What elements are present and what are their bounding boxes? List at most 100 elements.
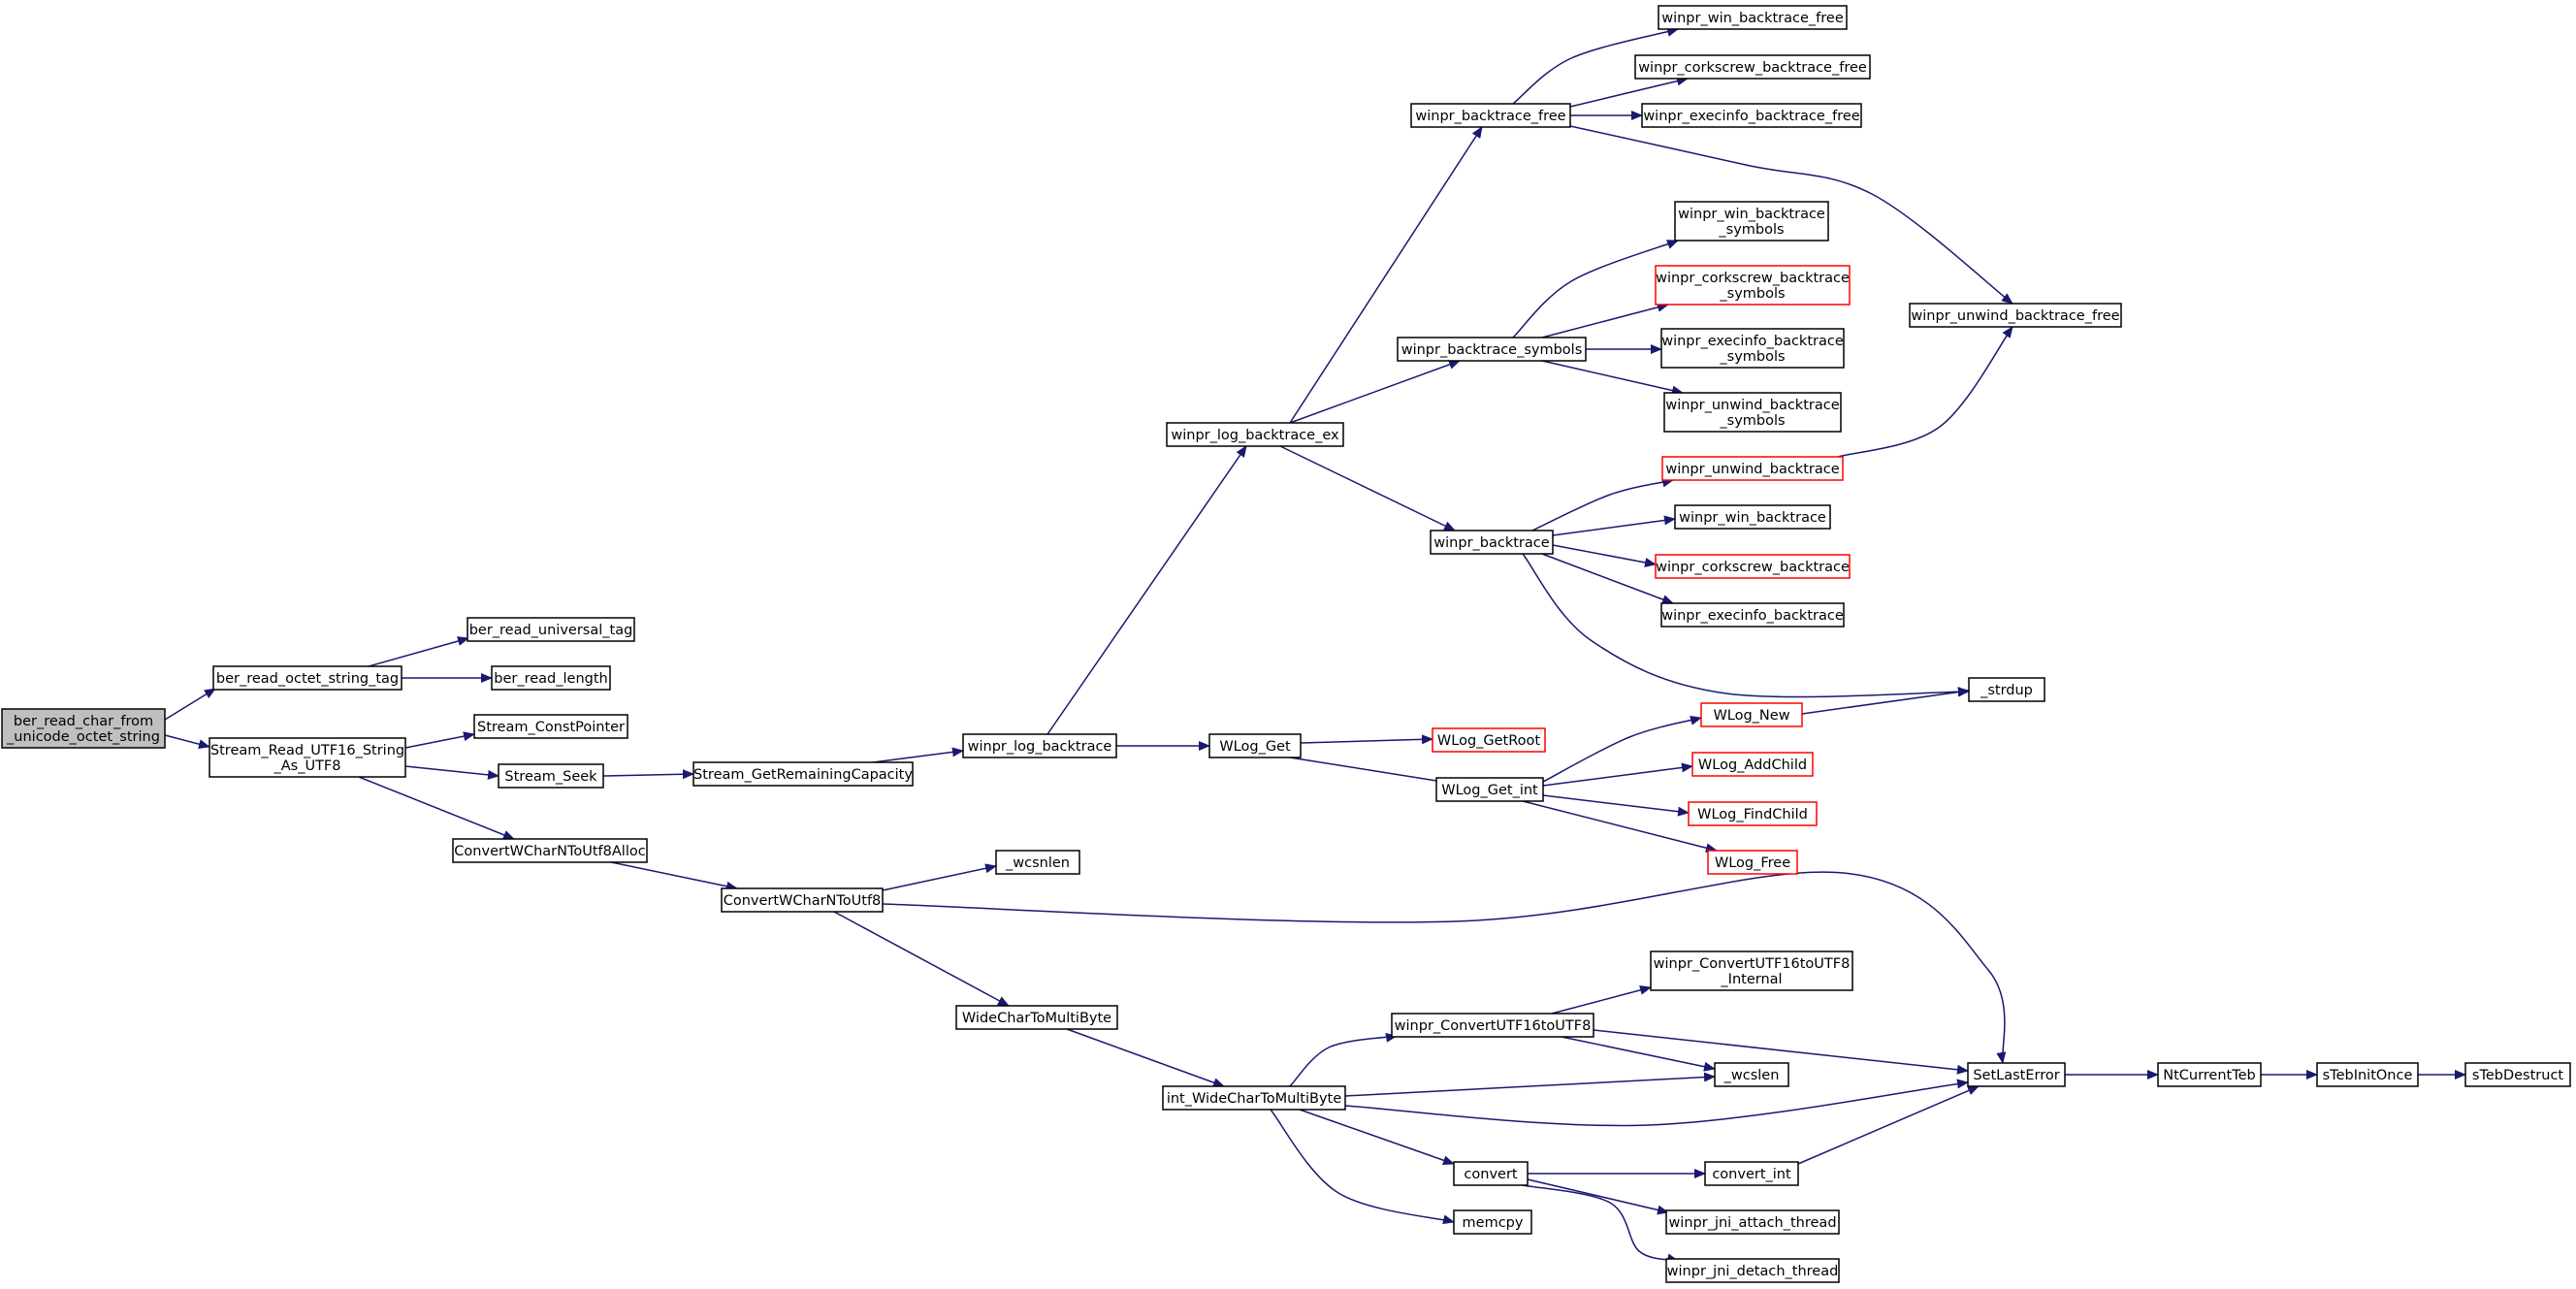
- node-ber_read_octet_string_tag[interactable]: ber_read_octet_string_tag: [212, 665, 402, 691]
- node-winpr_execinfo_backtrace[interactable]: winpr_execinfo_backtrace: [1660, 602, 1845, 628]
- node-box[interactable]: [1707, 850, 1798, 875]
- node-_wcsnlen[interactable]: _wcsnlen: [995, 850, 1080, 875]
- node-box[interactable]: [1634, 54, 1871, 80]
- node-box[interactable]: [1655, 554, 1851, 579]
- node-sTebInitOnce[interactable]: sTebInitOnce: [2316, 1062, 2419, 1087]
- node-WLog_GetRoot[interactable]: WLog_GetRoot: [1432, 727, 1546, 753]
- node-box[interactable]: [1453, 1161, 1529, 1186]
- node-box[interactable]: [1714, 1062, 1789, 1087]
- node-Stream_GetRemainingCapacity[interactable]: Stream_GetRemainingCapacity: [692, 761, 914, 787]
- node-box[interactable]: [1641, 103, 1862, 128]
- node-box[interactable]: [1, 708, 166, 749]
- node-WLog_Get[interactable]: WLog_Get: [1208, 733, 1302, 758]
- node-box[interactable]: [473, 714, 628, 739]
- node-box[interactable]: [1432, 727, 1546, 753]
- node-winpr_win_backtrace[interactable]: winpr_win_backtrace: [1674, 504, 1831, 530]
- node-box[interactable]: [1704, 1161, 1799, 1186]
- node-box[interactable]: [467, 617, 635, 642]
- node-box[interactable]: [2464, 1062, 2571, 1087]
- node-winpr_unwind_backtrace_free[interactable]: winpr_unwind_backtrace_free: [1909, 303, 2122, 328]
- node-Stream_Seek[interactable]: Stream_Seek: [498, 763, 604, 789]
- node-winpr_ConvertUTF16toUTF8[interactable]: winpr_ConvertUTF16toUTF8: [1391, 1013, 1594, 1038]
- node-winpr_execinfo_backtrace_symbols[interactable]: winpr_execinfo_backtrace_symbols: [1660, 328, 1845, 369]
- node-winpr_corkscrew_backtrace_symbols[interactable]: winpr_corkscrew_backtrace_symbols: [1655, 265, 1851, 306]
- node-winpr_backtrace_symbols[interactable]: winpr_backtrace_symbols: [1397, 337, 1587, 362]
- node-box[interactable]: [1435, 777, 1544, 802]
- node-winpr_win_backtrace_symbols[interactable]: winpr_win_backtrace_symbols: [1674, 201, 1829, 242]
- node-winpr_win_backtrace_free[interactable]: winpr_win_backtrace_free: [1658, 5, 1848, 30]
- node-box[interactable]: [1909, 303, 2122, 328]
- node-WLog_Get_int[interactable]: WLog_Get_int: [1435, 777, 1544, 802]
- node-box[interactable]: [2316, 1062, 2419, 1087]
- node-box[interactable]: [721, 887, 884, 913]
- node-box[interactable]: [1665, 1209, 1840, 1235]
- node-winpr_backtrace_free[interactable]: winpr_backtrace_free: [1410, 103, 1571, 128]
- node-winpr_log_backtrace[interactable]: winpr_log_backtrace: [962, 733, 1117, 758]
- node-winpr_unwind_backtrace_symbols[interactable]: winpr_unwind_backtrace_symbols: [1663, 392, 1842, 433]
- node-box[interactable]: [955, 1005, 1118, 1030]
- node-box[interactable]: [1208, 733, 1302, 758]
- node-box[interactable]: [498, 763, 604, 789]
- node-box[interactable]: [1162, 1085, 1346, 1111]
- node-box[interactable]: [1688, 801, 1818, 826]
- node-box[interactable]: [452, 838, 648, 863]
- node-box[interactable]: [1430, 530, 1554, 555]
- node-int_WideCharToMultiByte[interactable]: int_WideCharToMultiByte: [1162, 1085, 1346, 1111]
- node-box[interactable]: [2157, 1062, 2262, 1087]
- node-WLog_FindChild[interactable]: WLog_FindChild: [1688, 801, 1818, 826]
- node-ber_read_char_from_unicode_octet_string[interactable]: ber_read_char_from_unicode_octet_string: [1, 708, 166, 749]
- node-winpr_jni_attach_thread[interactable]: winpr_jni_attach_thread: [1665, 1209, 1840, 1235]
- node-box[interactable]: [692, 761, 914, 787]
- node-box[interactable]: [1410, 103, 1571, 128]
- node-winpr_corkscrew_backtrace[interactable]: winpr_corkscrew_backtrace: [1655, 554, 1851, 579]
- node-box[interactable]: [1453, 1209, 1532, 1235]
- node-winpr_corkscrew_backtrace_free[interactable]: winpr_corkscrew_backtrace_free: [1634, 54, 1871, 80]
- node-box[interactable]: [1655, 265, 1851, 306]
- node-box[interactable]: [1166, 422, 1344, 447]
- node-winpr_log_backtrace_ex[interactable]: winpr_log_backtrace_ex: [1166, 422, 1344, 447]
- node-NtCurrentTeb[interactable]: NtCurrentTeb: [2157, 1062, 2262, 1087]
- node-box[interactable]: [1674, 201, 1829, 242]
- node-box[interactable]: [1660, 328, 1845, 369]
- node-Stream_ConstPointer[interactable]: Stream_ConstPointer: [473, 714, 628, 739]
- node-box[interactable]: [1660, 602, 1845, 628]
- node-sTebDestruct[interactable]: sTebDestruct: [2464, 1062, 2571, 1087]
- node-box[interactable]: [1700, 702, 1803, 727]
- node-convert_int[interactable]: convert_int: [1704, 1161, 1799, 1186]
- node-box[interactable]: [1967, 1062, 2066, 1087]
- node-box[interactable]: [962, 733, 1117, 758]
- node-box[interactable]: [491, 665, 611, 691]
- node-box[interactable]: [1968, 677, 2045, 702]
- node-winpr_backtrace[interactable]: winpr_backtrace: [1430, 530, 1554, 555]
- node-box[interactable]: [995, 850, 1080, 875]
- node-box[interactable]: [1391, 1013, 1594, 1038]
- node-ConvertWCharNToUtf8Alloc[interactable]: ConvertWCharNToUtf8Alloc: [452, 838, 648, 863]
- node-box[interactable]: [1661, 456, 1844, 481]
- node-WideCharToMultiByte[interactable]: WideCharToMultiByte: [955, 1005, 1118, 1030]
- node-box[interactable]: [1658, 5, 1848, 30]
- node-memcpy[interactable]: memcpy: [1453, 1209, 1532, 1235]
- node-ber_read_universal_tag[interactable]: ber_read_universal_tag: [467, 617, 635, 642]
- node-winpr_execinfo_backtrace_free[interactable]: winpr_execinfo_backtrace_free: [1641, 103, 1862, 128]
- node-winpr_ConvertUTF16toUTF8_Internal[interactable]: winpr_ConvertUTF16toUTF8_Internal: [1650, 951, 1853, 991]
- node-box[interactable]: [1663, 392, 1842, 433]
- node-winpr_unwind_backtrace[interactable]: winpr_unwind_backtrace: [1661, 456, 1844, 481]
- node-WLog_New[interactable]: WLog_New: [1700, 702, 1803, 727]
- node-SetLastError[interactable]: SetLastError: [1967, 1062, 2066, 1087]
- node-ber_read_length[interactable]: ber_read_length: [491, 665, 611, 691]
- node-box[interactable]: [1397, 337, 1587, 362]
- node-Stream_Read_UTF16_String_As_UTF8[interactable]: Stream_Read_UTF16_String_As_UTF8: [209, 737, 406, 778]
- node-winpr_jni_detach_thread[interactable]: winpr_jni_detach_thread: [1665, 1258, 1840, 1283]
- node-box[interactable]: [209, 737, 406, 778]
- node-box[interactable]: [1691, 752, 1814, 777]
- node-box[interactable]: [1674, 504, 1831, 530]
- node-box[interactable]: [1665, 1258, 1840, 1283]
- node-ConvertWCharNToUtf8[interactable]: ConvertWCharNToUtf8: [721, 887, 884, 913]
- node-box[interactable]: [212, 665, 402, 691]
- node-box[interactable]: [1650, 951, 1853, 991]
- node-convert[interactable]: convert: [1453, 1161, 1529, 1186]
- node-_wcslen[interactable]: _wcslen: [1714, 1062, 1789, 1087]
- node-WLog_AddChild[interactable]: WLog_AddChild: [1691, 752, 1814, 777]
- node-WLog_Free[interactable]: WLog_Free: [1707, 850, 1798, 875]
- node-_strdup[interactable]: _strdup: [1968, 677, 2045, 702]
